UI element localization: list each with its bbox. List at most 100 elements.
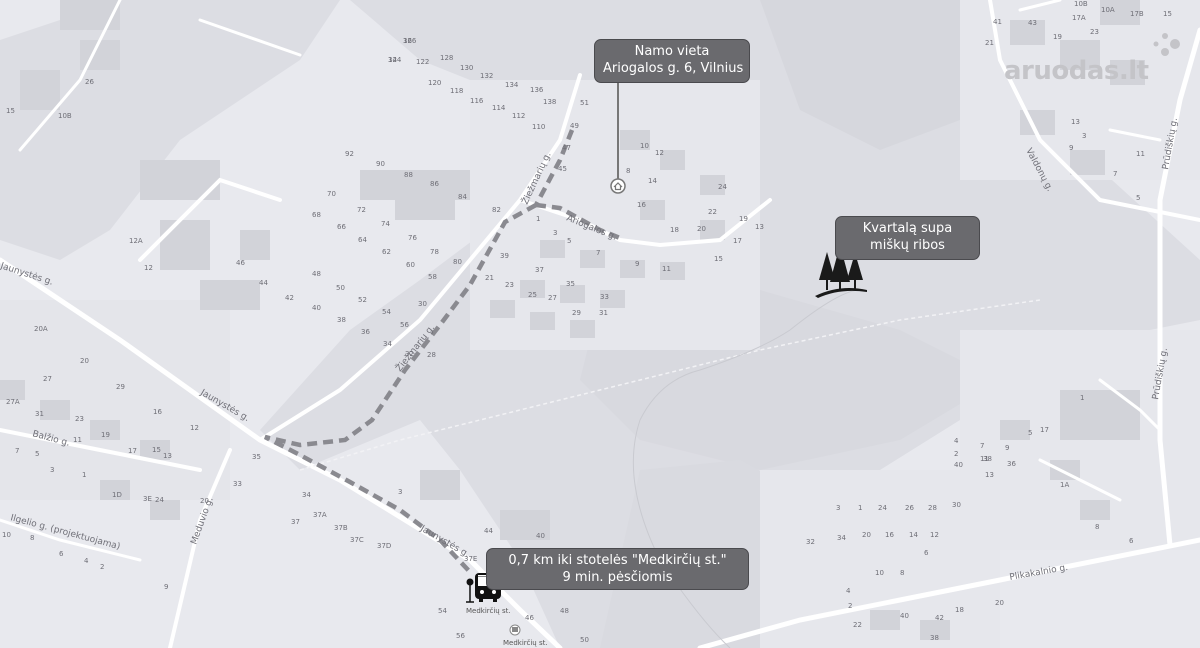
house-number: 44 [484,527,493,535]
house-number: 24 [155,496,164,504]
house-number: 9 [164,583,168,591]
house-number: 42 [935,614,944,622]
house-number: 20A [34,325,48,333]
house-number: 19 [739,215,748,223]
house-number: 1 [536,215,540,223]
house-number: 16 [885,531,894,539]
house-number: 3 [836,504,840,512]
house-number: 54 [382,308,391,316]
house-number: 34 [388,56,397,64]
forest-callout-line2: miškų ribos [870,238,945,253]
house-number: 120 [428,79,441,87]
house-number: 90 [376,160,385,168]
bus-stop-icon[interactable] [466,578,474,603]
house-number: 33 [600,293,609,301]
forest-callout-line1: Kvartalą supa [862,221,953,236]
house-number: 40 [900,612,909,620]
house-number: 6 [924,549,929,557]
house-number: 20 [697,225,706,233]
house-number: 3E [143,495,152,503]
house-number: 32 [405,350,414,358]
house-number: 36 [403,37,412,45]
buildings [0,0,1145,640]
house-number: 15 [6,107,15,115]
house-number: 68 [312,211,321,219]
house-number: 35 [252,453,261,461]
house-number: 44 [259,279,268,287]
house-number: 40 [954,461,963,469]
house-number: 17 [128,447,137,455]
house-number: 45 [558,165,567,173]
house-number: 37D [377,542,391,550]
house-callout-address: Ariogalos g. 6, Vilnius [603,61,744,76]
house-number: 2 [848,602,852,610]
house-number: 29 [116,383,125,391]
house-number: 4 [846,587,851,595]
house-number: 128 [440,54,453,62]
house-number: 16 [153,408,162,416]
house-number: 84 [458,193,467,201]
house-number: 134 [505,81,519,89]
house-number: 27A [6,398,20,406]
logo-icon [1153,33,1180,56]
house-number: 46 [525,614,534,622]
bus-stop-icon[interactable] [509,624,521,636]
house-number: 14 [909,531,918,539]
house-number: 8 [900,569,904,577]
house-number: 15 [1163,10,1172,18]
house-number: 10 [875,569,884,577]
house-number: 5 [1136,194,1140,202]
house-number: 37 [535,266,544,274]
house-number: 9 [635,260,639,268]
house-number: 70 [327,190,336,198]
house-number: 20 [80,357,89,365]
house-number: 27 [548,294,557,302]
house-number: 8 [1095,523,1099,531]
house-number: 32 [806,538,815,546]
house-number: 66 [337,223,346,231]
house-number: 10A [1101,6,1115,14]
house-number: 15 [714,255,723,263]
house-number: 17A [1072,14,1086,22]
house-number: 92 [345,150,354,158]
house-number: 20 [200,497,209,505]
home-pin-icon[interactable] [610,178,626,194]
street-label: Jaunystės g. [0,261,54,288]
house-number: 26 [85,78,94,86]
forest-callout: Kvartalą supa miškų ribos [835,216,980,260]
house-number: 34 [383,340,392,348]
house-number: 11 [1136,150,1145,158]
house-number: 16 [637,201,646,209]
house-number: 52 [358,296,367,304]
street-label: Jaunystės g. [418,523,471,560]
bus-callout: 0,7 km iki stotelės "Medkirčių st." 9 mi… [486,548,749,590]
house-number: 18 [955,606,964,614]
house-number: 23 [505,281,514,289]
house-number: 22 [708,208,717,216]
house-callout: Namo vieta Ariogalos g. 6, Vilnius [594,39,750,83]
house-number: 40 [312,304,321,312]
house-number: 11 [73,436,82,444]
house-number: 37B [334,524,348,532]
house-number: 130 [460,64,473,72]
house-number: 12 [930,531,939,539]
house-number: 35 [566,280,575,288]
house-number: 38 [930,634,939,642]
house-number: 9 [1005,444,1009,452]
house-number: 24 [718,183,727,191]
bus-callout-distance: 0,7 km iki stotelės "Medkirčių st." [508,553,727,568]
house-number: 8 [626,167,630,175]
house-number: 36 [361,328,370,336]
forest-area [760,0,1010,150]
house-number: 21 [985,39,994,47]
house-number: 1A [1060,481,1069,489]
house-number: 42 [285,294,294,302]
house-number: 50 [336,284,345,292]
house-number: 78 [430,248,439,256]
house-number: 5 [567,237,571,245]
house-number: 29 [572,309,581,317]
house-number: 33 [233,480,242,488]
house-number: 4 [954,437,959,445]
house-number: 7 [15,447,19,455]
